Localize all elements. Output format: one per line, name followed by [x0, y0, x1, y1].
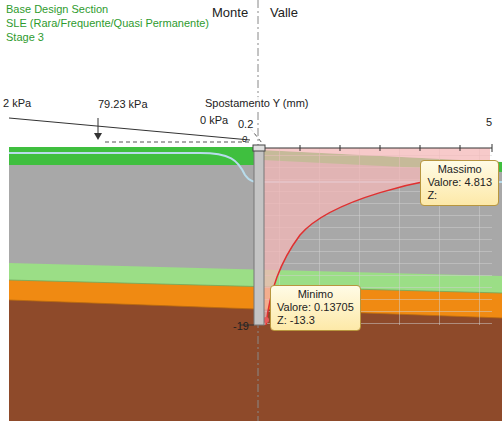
value-callout: MinimoValore: 0.13705Z: -13.3 — [270, 285, 361, 331]
wall — [254, 147, 264, 325]
load-value: 0 kPa — [200, 114, 228, 127]
axis-title: Spostamento Y (mm) — [205, 97, 309, 110]
value-callout: MassimoValore: 4.813Z: — [420, 160, 499, 206]
canvas — [9, 0, 502, 421]
callout-value: Z: — [427, 189, 492, 202]
callout-value: Valore: 0.13705 — [277, 301, 354, 314]
callout-value: Valore: 4.813 — [427, 176, 492, 189]
callout-title: Massimo — [427, 163, 492, 176]
wall-cap — [253, 145, 265, 151]
side-label: Valle — [270, 6, 298, 21]
axis-tick: 5 — [486, 116, 492, 129]
title: Base Design Section — [6, 3, 108, 16]
depth-label: -19 — [233, 320, 249, 333]
soil-green — [9, 147, 258, 165]
soil-brown — [9, 147, 502, 421]
load-value: 79.23 kPa — [98, 98, 148, 111]
load-arrowhead — [94, 133, 102, 140]
side-label: Monte — [212, 6, 248, 21]
stage-label: Stage 3 — [6, 31, 44, 44]
subtitle: SLE (Rara/Frequente/Quasi Permanente) — [6, 17, 209, 30]
axis-tick: 0.2 — [238, 118, 253, 131]
axis-origin: 0 — [242, 134, 247, 144]
callout-title: Minimo — [277, 288, 354, 301]
chart-axis — [258, 144, 492, 152]
load-value: 2 kPa — [3, 97, 31, 110]
callout-value: Z: -13.3 — [277, 314, 354, 327]
